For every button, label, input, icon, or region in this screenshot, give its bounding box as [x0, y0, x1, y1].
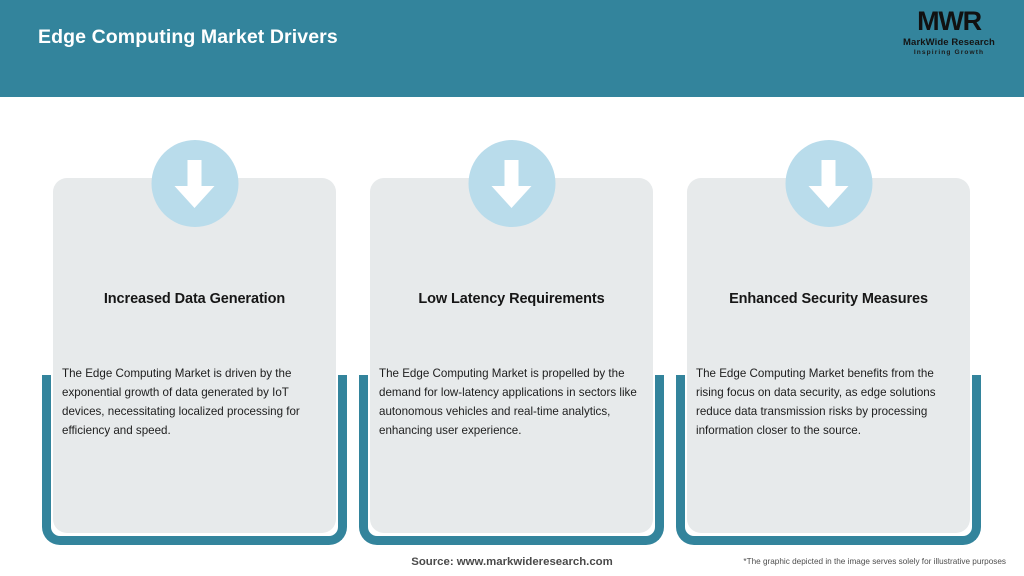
page-title: Edge Computing Market Drivers [38, 26, 338, 48]
logo-company-name: MarkWide Research [903, 37, 995, 48]
source-label: Source: www.markwideresearch.com [411, 556, 613, 568]
driver-card-2: Low Latency Requirements The Edge Comput… [359, 140, 664, 546]
card-accent-frame [42, 375, 347, 545]
logo-tagline: Inspiring Growth [913, 49, 985, 56]
card-accent-frame [676, 375, 981, 545]
card-title: Increased Data Generation [103, 291, 286, 307]
arrow-down-icon [785, 140, 872, 227]
card-title: Enhanced Security Measures [729, 291, 928, 307]
card-description: The Edge Computing Market is driven by t… [62, 367, 300, 437]
header-bar: Edge Computing Market Drivers MWR MarkWi… [0, 0, 1024, 97]
card-description: The Edge Computing Market is propelled b… [379, 367, 637, 437]
card-title: Low Latency Requirements [418, 291, 605, 307]
driver-card-3: Enhanced Security Measures The Edge Comp… [676, 140, 981, 546]
arrow-down-icon [151, 140, 238, 227]
driver-card-1: Increased Data Generation The Edge Compu… [42, 140, 347, 546]
card-panel: Enhanced Security Measures The Edge Comp… [687, 178, 970, 533]
disclaimer-label: *The graphic depicted in the image serve… [743, 557, 1006, 566]
logo-monogram: MWR [917, 6, 982, 36]
card-panel: Increased Data Generation The Edge Compu… [53, 178, 336, 533]
card-accent-frame [359, 375, 664, 545]
brand-logo: MWR MarkWide Research Inspiring Growth [888, 6, 1010, 60]
card-description: The Edge Computing Market benefits from … [696, 367, 936, 437]
card-panel: Low Latency Requirements The Edge Comput… [370, 178, 653, 533]
arrow-down-icon [468, 140, 555, 227]
